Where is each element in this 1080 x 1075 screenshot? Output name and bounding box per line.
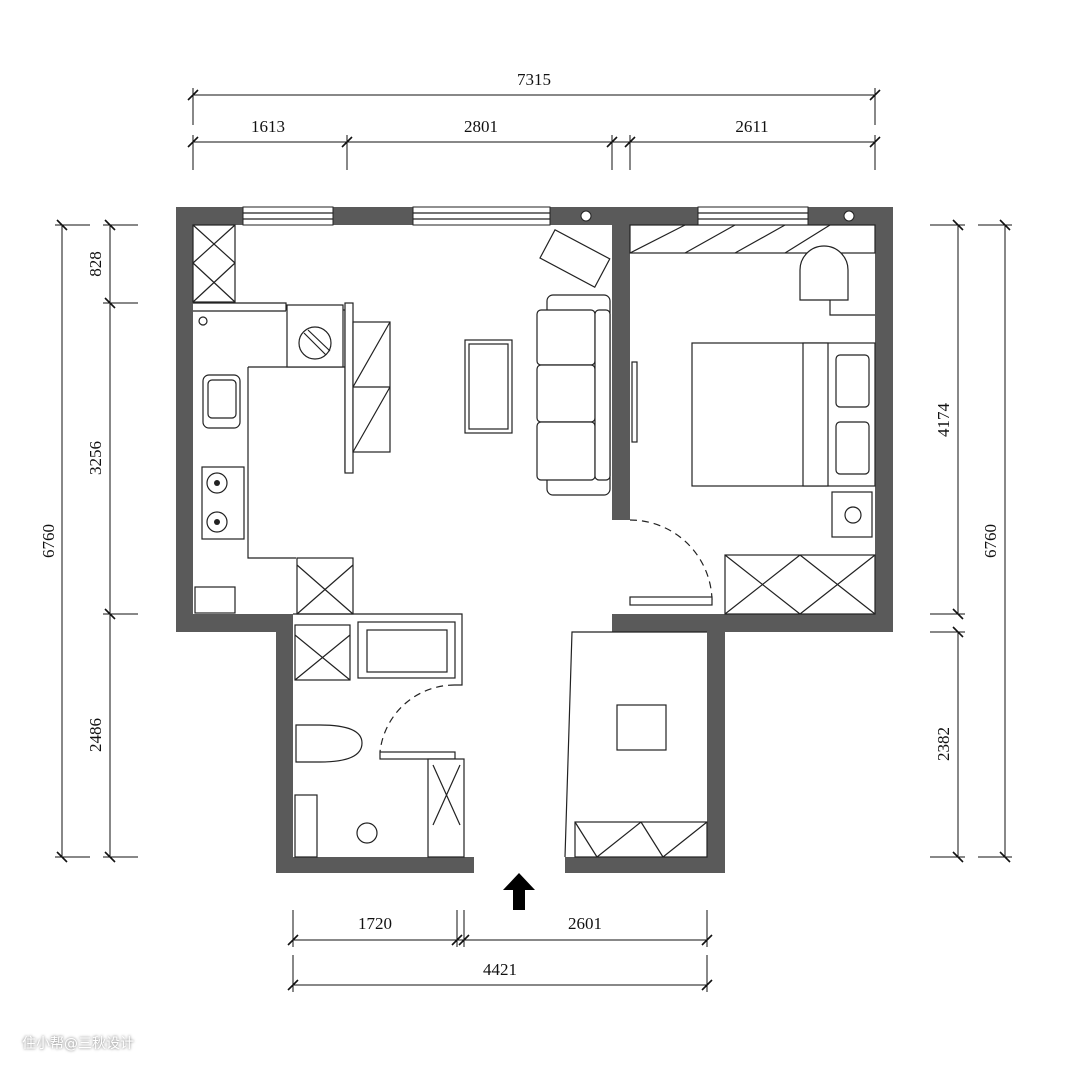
dim-left-3: 2486 [86, 718, 105, 752]
dimension-left: 6760 828 3256 2486 [39, 219, 138, 863]
dim-right-1: 4174 [934, 403, 953, 438]
watermark: 住小帮@三秋设计 [22, 1036, 134, 1052]
pipe-icon [843, 210, 855, 222]
windows [242, 206, 809, 226]
dim-top-3: 2611 [735, 117, 768, 136]
dimension-top: 7315 1613 2801 2611 [187, 70, 881, 170]
arrow-up-icon [503, 873, 535, 910]
walls [176, 207, 893, 873]
pipe-icon [580, 210, 592, 222]
dim-left-2: 3256 [86, 441, 105, 475]
dimension-bottom: 1720 2601 4421 [287, 910, 713, 992]
balcony [564, 631, 708, 858]
bathroom [293, 613, 465, 858]
dimension-right: 4174 2382 6760 [930, 219, 1012, 863]
dim-right-2: 2382 [934, 727, 953, 761]
dim-bottom-1: 1720 [358, 914, 392, 933]
dim-top-1: 1613 [251, 117, 285, 136]
dim-top-total: 7315 [517, 70, 551, 89]
dim-right-total: 6760 [981, 524, 1000, 558]
living-room [464, 228, 638, 496]
dim-bottom-total: 4421 [483, 960, 517, 979]
dim-left-total: 6760 [39, 524, 58, 558]
dim-top-2: 2801 [464, 117, 498, 136]
dim-bottom-2: 2601 [568, 914, 602, 933]
kitchen [192, 224, 391, 615]
dim-left-1: 828 [86, 251, 105, 277]
bedroom [629, 224, 876, 615]
